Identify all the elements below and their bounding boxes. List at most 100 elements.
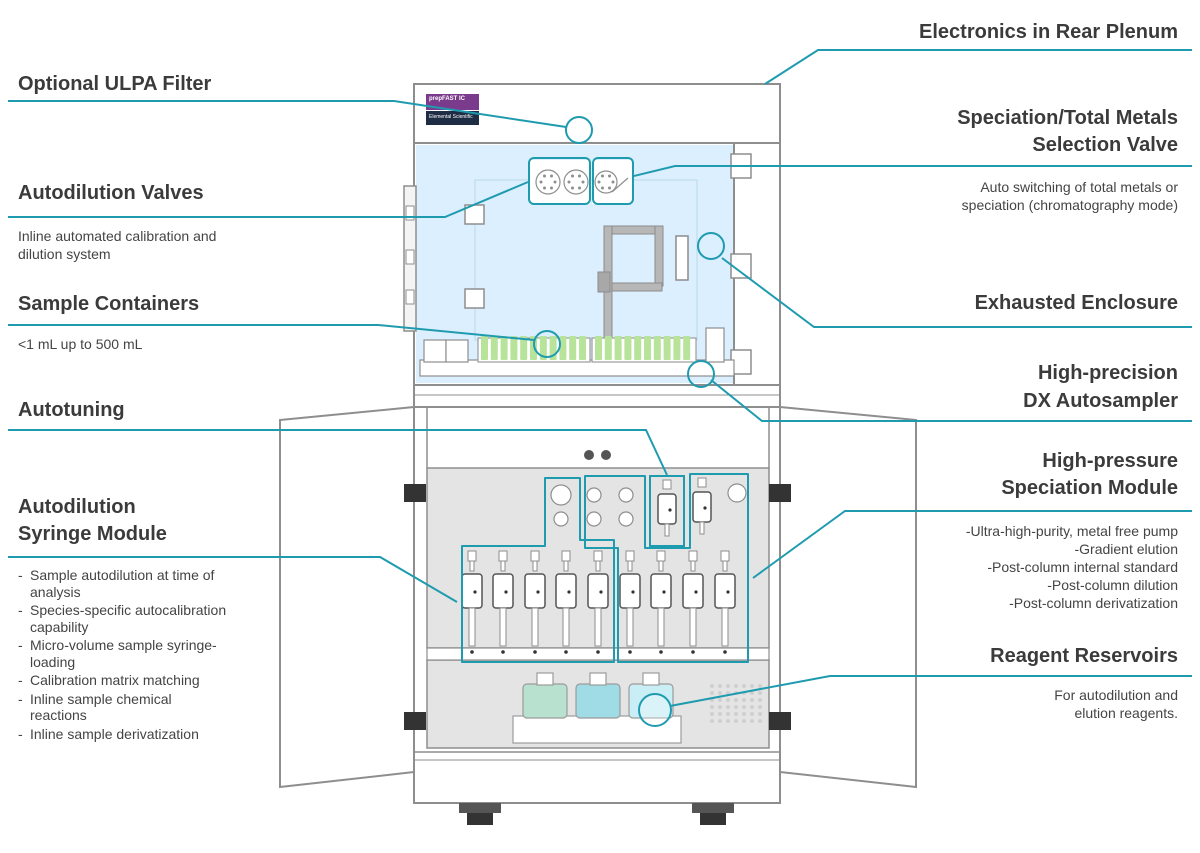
syringe-barrel [619, 573, 641, 609]
valve-port [543, 174, 546, 178]
vent-hole [726, 705, 730, 709]
syringe-plunger [689, 607, 697, 647]
syringe-dot [703, 506, 707, 510]
logo-product: prepFAST IC [426, 94, 479, 110]
sample-tube [481, 336, 488, 360]
valve-port [543, 186, 546, 190]
reagent-bottles [512, 672, 682, 744]
sample-tube [490, 336, 498, 360]
sample-tube [530, 336, 537, 360]
valve-port [539, 180, 543, 184]
autosampler-gantry [597, 225, 689, 339]
syringe-head [593, 550, 603, 562]
callout-speciation-module [752, 510, 1192, 579]
vent-hole [742, 684, 746, 688]
sample-tube [624, 336, 632, 360]
sample-tube [520, 336, 528, 360]
syringe-plunger [531, 607, 539, 647]
syringe-feature-item: Calibration matrix matching [18, 672, 228, 689]
callout-autosampler [710, 379, 1192, 422]
valve-port [578, 186, 581, 190]
vent-hole [734, 684, 738, 688]
syringe-feature-item: Species-specific autocalibration capabil… [18, 602, 228, 635]
valve-port [601, 186, 604, 190]
vent-hole [750, 684, 754, 688]
sample-tube [683, 336, 691, 360]
syringe-head [467, 550, 477, 562]
vent-hole [734, 719, 738, 723]
syringe-foot [723, 650, 727, 654]
syringe-plunger [626, 607, 634, 647]
syringe-feature-item: Inline sample chemical reactions [18, 691, 228, 724]
vent-hole [718, 719, 722, 723]
syringe-barrel [657, 493, 677, 525]
valve-port [550, 186, 553, 190]
autodilution-valves-desc-2: dilution system [18, 246, 111, 262]
speciation-feature-item: -Gradient elution [1074, 541, 1178, 557]
callout-ulpa [8, 100, 567, 128]
syringe-foot [691, 650, 695, 654]
sample-tube [663, 336, 671, 360]
sample-tube [673, 336, 681, 360]
brand-logo: prepFAST IC Elemental Scientific [426, 94, 479, 125]
syringe-plunger [499, 607, 507, 647]
foot-left [459, 803, 501, 813]
vent-hole [758, 712, 762, 716]
vent-hole [710, 705, 714, 709]
syringe-head [530, 550, 540, 562]
speciation-module-features: -Ultra-high-purity, metal free pump-Grad… [878, 522, 1178, 612]
valve-port [581, 180, 585, 184]
sample-tube [510, 336, 518, 360]
callout-reagent [669, 675, 1192, 707]
syringe-foot [596, 650, 600, 654]
vent-hole [710, 712, 714, 716]
syringe-feature-item: Sample autodilution at time of analysis [18, 567, 228, 600]
syringe-feature-item: Micro-volume sample syringe-loading [18, 637, 228, 670]
syringe-dot [504, 590, 508, 594]
syringe-plunger [594, 607, 602, 647]
vent-hole [718, 691, 722, 695]
syringe-neck [627, 560, 633, 572]
valve-port [608, 186, 611, 190]
syringe-head [662, 479, 672, 490]
syringe-dot [599, 590, 603, 594]
sample-tube [595, 336, 602, 360]
syringe-plunger [699, 521, 705, 535]
syringe-foot [628, 650, 632, 654]
syringe-head [656, 550, 666, 562]
enclosure-base [413, 384, 781, 408]
syringe-foot [659, 650, 663, 654]
sample-tube [539, 336, 547, 360]
vent-hole [758, 684, 762, 688]
vent-hole [734, 698, 738, 702]
sample-tubes [481, 336, 691, 360]
vent-hole [758, 698, 762, 702]
vent-hole [726, 684, 730, 688]
syringe-head [498, 550, 508, 562]
valve-cluster [530, 160, 632, 204]
callout-syringe-module [8, 556, 458, 603]
foot-right [692, 803, 734, 813]
autotuning-title: Autotuning [18, 399, 125, 421]
syringe-head [688, 550, 698, 562]
callout-exhausted [721, 257, 1192, 328]
syringe-plunger [721, 607, 729, 647]
valve-port [550, 174, 553, 178]
syringe-barrel [650, 573, 672, 609]
syringe-neck [500, 560, 506, 572]
vent-hole [742, 719, 746, 723]
autodilution-valves-title: Autodilution Valves [18, 182, 204, 204]
syringe-foot [501, 650, 505, 654]
callout-electronics [764, 49, 1192, 85]
vent-hole [726, 719, 730, 723]
syringe-barrel [587, 573, 609, 609]
speciation-valve-title-1: Speciation/Total Metals [957, 107, 1178, 129]
logo-maker: Elemental Scientific [426, 111, 479, 125]
syringe-head [561, 550, 571, 562]
syringe-dot [668, 508, 672, 512]
reagent-title: Reagent Reservoirs [990, 645, 1178, 667]
syringe-array [461, 477, 736, 654]
callouts [8, 49, 1192, 727]
vent-hole [718, 705, 722, 709]
syringe-barrel [692, 491, 712, 523]
